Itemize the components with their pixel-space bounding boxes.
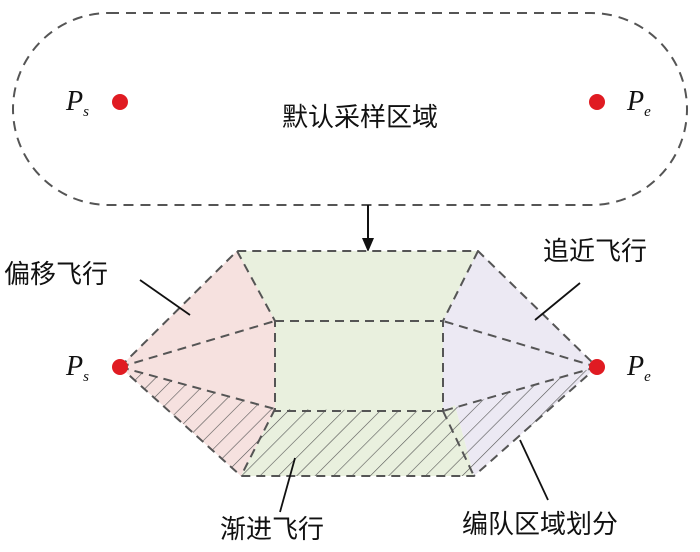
hatched-zone-left <box>120 367 275 476</box>
default-region-label: 默认采样区域 <box>282 103 438 133</box>
approach-flight-label: 追近飞行 <box>543 237 647 267</box>
end-label-top: Pe <box>626 86 651 120</box>
end-point-top <box>589 94 605 110</box>
formation-division-label: 编队区域划分 <box>462 510 618 540</box>
end-point-bottom <box>589 359 605 375</box>
hatched-zone-right <box>443 367 597 476</box>
start-point-bottom <box>112 359 128 375</box>
hatched-zone-center <box>241 409 474 476</box>
start-label-top: Ps <box>65 86 89 120</box>
default-sampling-region <box>12 12 688 206</box>
offset-flight-label: 偏移飞行 <box>4 260 108 290</box>
leader-lines <box>139 279 581 513</box>
start-point-top <box>112 94 128 110</box>
end-label-bottom: Pe <box>626 351 651 385</box>
start-label-bottom: Ps <box>65 351 89 385</box>
transition-arrow-head <box>362 238 374 252</box>
gradual-flight-label: 渐进飞行 <box>220 515 324 545</box>
